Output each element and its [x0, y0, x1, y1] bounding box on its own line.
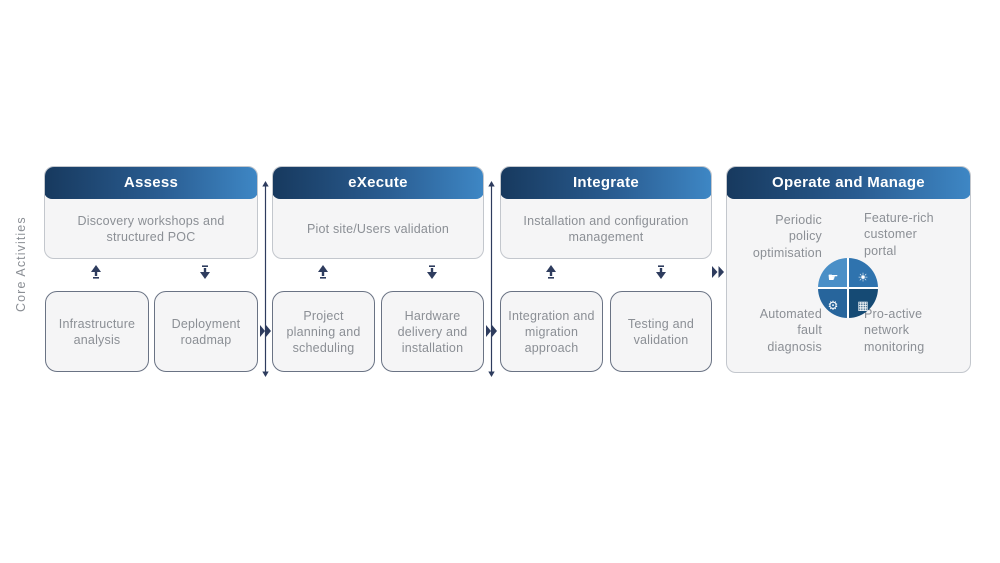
sub-activity-box: Deployment roadmap	[154, 291, 258, 372]
assess-top-activity: Discovery workshops and structured POC	[45, 200, 257, 258]
operate-quadrant-label: Automated fault diagnosis	[759, 307, 822, 354]
integrate-top-activity: Installation and configuration managemen…	[501, 200, 711, 258]
integrate-header: Integrate	[501, 167, 711, 199]
sub-activity-box: Hardware delivery and installation	[381, 291, 484, 372]
flow-arrow-right-icon	[260, 325, 271, 337]
operate-title: Operate and Manage	[772, 174, 925, 191]
sync-down-icon	[656, 265, 666, 279]
sub-activity-box: Infrastructure analysis	[45, 291, 149, 372]
execute-top-activity: Piot site/Users validation	[273, 200, 483, 258]
core-activities-label: Core Activities	[14, 216, 28, 312]
phase-span-connector	[260, 181, 271, 377]
execute-title: eXecute	[348, 174, 408, 191]
execute-top-activity-text: Piot site/Users validation	[306, 221, 450, 236]
assess-header: Assess	[45, 167, 257, 199]
operate-quadrant-label: Feature-rich customer portal	[864, 211, 934, 258]
operate-quadrant-label: Pro-active network monitoring	[864, 307, 925, 354]
execute-header: eXecute	[273, 167, 483, 199]
integrate-top-activity-text: Installation and configuration managemen…	[523, 213, 689, 244]
flow-arrow-right-icon	[486, 325, 497, 337]
operate-header: Operate and Manage	[727, 167, 970, 199]
assess-card: Assess Discovery workshops and structure…	[44, 166, 258, 259]
phase-column-integrate: Integrate Installation and configuration…	[500, 166, 712, 373]
operate-quadrant-label: Periodic policy optimisation	[752, 213, 822, 260]
sync-up-icon	[546, 265, 556, 279]
phase-column-execute: eXecute Piot site/Users validation Proje…	[272, 166, 484, 373]
sub-activity-box: Project planning and scheduling	[272, 291, 375, 372]
head-intelligence-icon: ⚙	[828, 299, 839, 313]
assess-top-activity-text: Discovery workshops and structured POC	[77, 213, 225, 244]
hand-service-icon: ☛	[828, 271, 839, 285]
sync-down-icon	[200, 265, 210, 279]
sync-up-icon	[91, 265, 101, 279]
phase-column-assess: Assess Discovery workshops and structure…	[44, 166, 258, 373]
flow-arrow-right-icon	[712, 266, 724, 278]
sub-activity-box: Testing and validation	[610, 291, 712, 372]
sub-activity-box: Integration and migration approach	[500, 291, 603, 372]
sync-down-icon	[427, 265, 437, 279]
integrate-title: Integrate	[572, 174, 640, 191]
dashboard-monitoring-icon: ▦	[857, 299, 868, 313]
phase-column-operate: Operate and Manage Periodic policy optim…	[726, 166, 971, 373]
execute-card: eXecute Piot site/Users validation	[272, 166, 484, 259]
phase-span-connector	[486, 181, 497, 377]
operate-card: Operate and Manage	[726, 166, 971, 373]
assess-title: Assess	[123, 174, 179, 191]
sun-optimisation-icon: ☀	[858, 271, 869, 285]
operate-quadrant-wheel: ☛ ☀ ⚙ ▦	[818, 258, 878, 318]
integrate-card: Integrate Installation and configuration…	[500, 166, 712, 259]
sync-up-icon	[318, 265, 328, 279]
